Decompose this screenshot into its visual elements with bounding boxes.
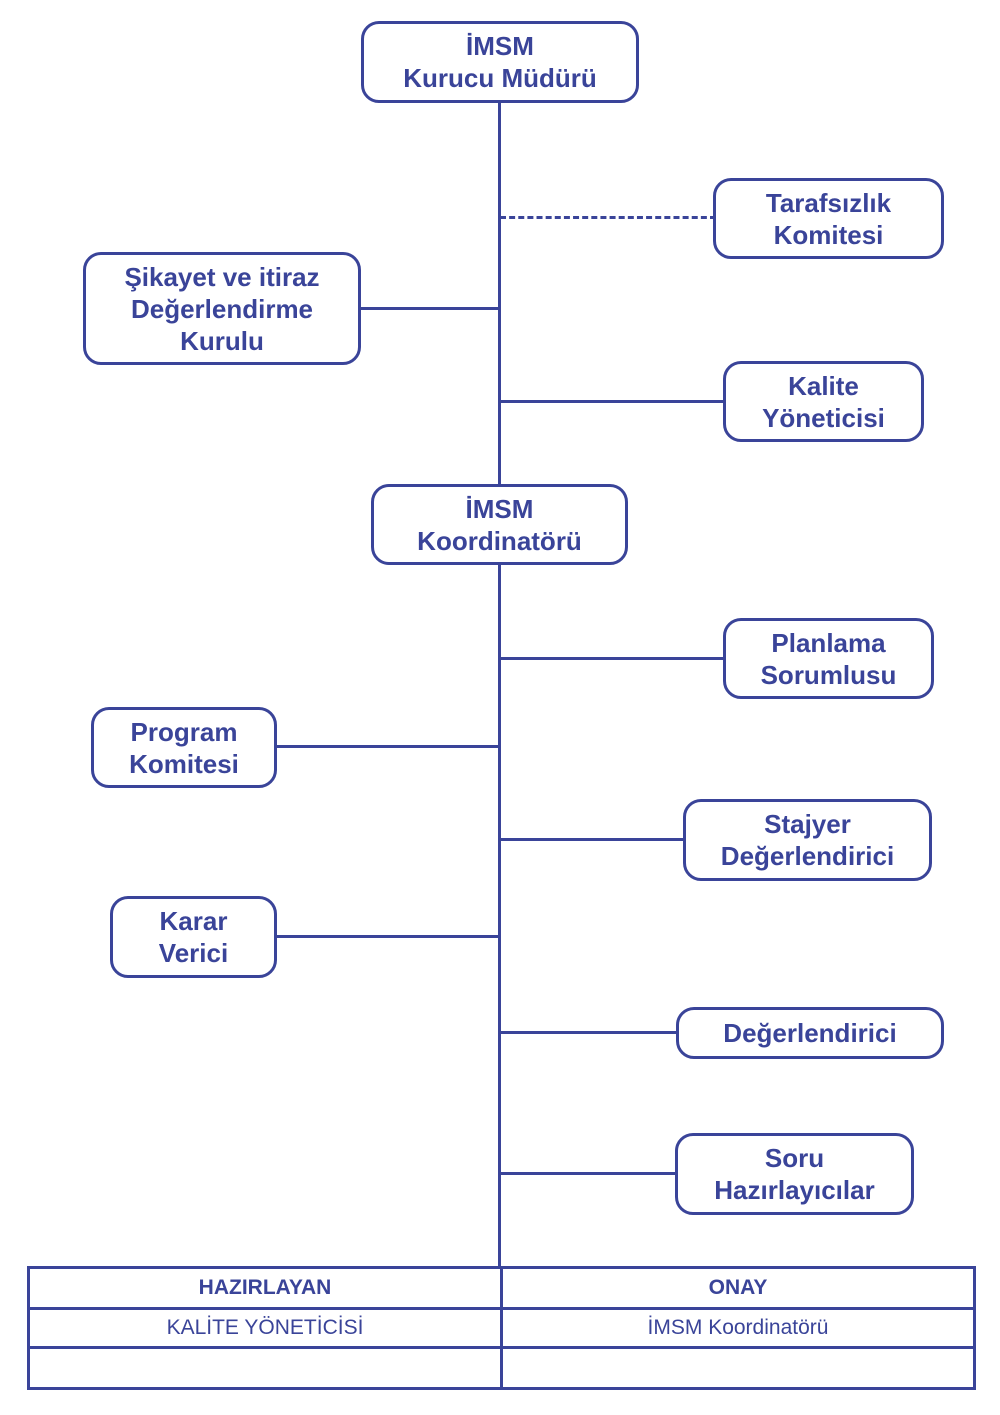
program-line2: Komitesi <box>129 748 239 779</box>
decision-maker-line1: Karar <box>159 906 228 936</box>
program-committee-box: Program Komitesi <box>91 707 277 788</box>
evaluator-connector <box>500 1031 679 1034</box>
complaint-line2: Değerlendirme <box>130 293 314 324</box>
intern-evaluator-box: Stajyer Değerlendirici <box>683 799 932 881</box>
program-connector <box>274 745 500 748</box>
prepared-value: KALİTE YÖNETİCİSİ <box>27 1307 503 1349</box>
quality-line2: Yöneticisi <box>762 402 885 433</box>
impartiality-dashed-connector <box>500 216 716 219</box>
decision-maker-line2: Verici <box>158 938 229 968</box>
complaint-board-box: Şikayet ve itiraz Değerlendirme Kurulu <box>83 252 361 365</box>
coordinator-line1: İMSM <box>465 493 534 524</box>
impartiality-line1: Tarafsızlık <box>765 187 892 218</box>
coordinator-line2: Koordinatörü <box>417 525 582 556</box>
quality-connector <box>500 400 726 403</box>
intern-evaluator-line2: Değerlendirici <box>720 841 895 871</box>
impartiality-line2: Komitesi <box>773 219 884 250</box>
approval-signature-cell <box>500 1346 976 1390</box>
program-line1: Program <box>130 716 238 747</box>
planning-line2: Sorumlusu <box>760 659 897 690</box>
approval-table: HAZIRLAYAN ONAY KALİTE YÖNETİCİSİ İMSM K… <box>27 1266 976 1390</box>
question-writers-line1: Soru <box>764 1143 825 1173</box>
founder-director-box: İMSM Kurucu Müdürü <box>361 21 639 103</box>
complaint-connector <box>358 307 500 310</box>
founder-line1: İMSM <box>466 31 534 61</box>
evaluator-box: Değerlendirici <box>676 1007 944 1059</box>
prepared-signature-cell <box>27 1346 503 1390</box>
coordinator-box: İMSM Koordinatörü <box>371 484 628 565</box>
question-writers-connector <box>500 1172 678 1175</box>
main-vertical-connector <box>498 100 501 1268</box>
impartiality-committee-box: Tarafsızlık Komitesi <box>713 178 944 259</box>
planning-officer-box: Planlama Sorumlusu <box>723 618 934 699</box>
decision-maker-box: Karar Verici <box>110 896 277 978</box>
founder-line2: Kurucu Müdürü <box>403 63 597 93</box>
quality-manager-box: Kalite Yöneticisi <box>723 361 924 442</box>
planning-connector <box>500 657 726 660</box>
complaint-line3: Kurulu <box>180 325 264 356</box>
intern-evaluator-connector <box>500 838 686 841</box>
evaluator-line1: Değerlendirici <box>723 1018 897 1048</box>
approval-value: İMSM Koordinatörü <box>500 1307 976 1349</box>
question-writers-line2: Hazırlayıcılar <box>714 1175 875 1205</box>
complaint-line1: Şikayet ve itiraz <box>124 261 320 292</box>
intern-evaluator-line1: Stajyer <box>764 809 851 839</box>
approval-header: ONAY <box>500 1266 976 1310</box>
decision-maker-connector <box>274 935 500 938</box>
question-writers-box: Soru Hazırlayıcılar <box>675 1133 914 1215</box>
planning-line1: Planlama <box>771 627 886 658</box>
prepared-header: HAZIRLAYAN <box>27 1266 503 1310</box>
quality-line1: Kalite <box>788 370 859 401</box>
